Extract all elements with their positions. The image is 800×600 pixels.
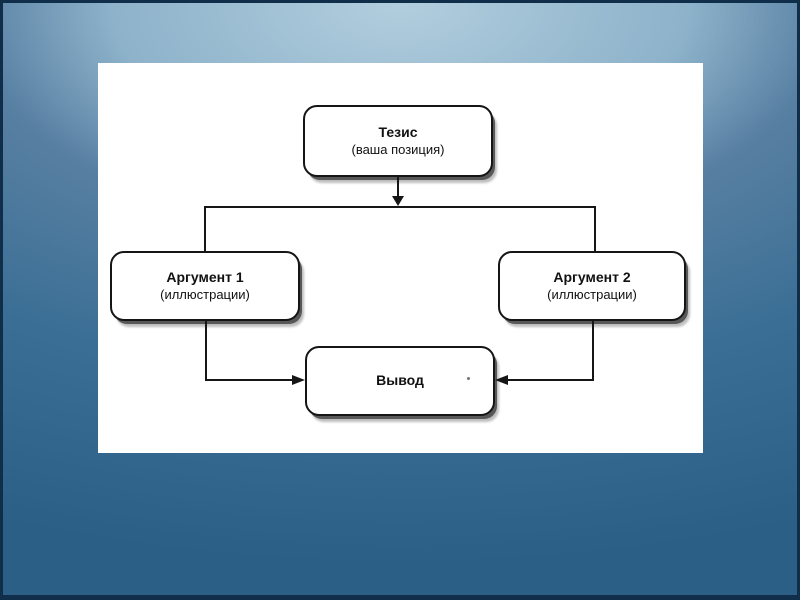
- connector-junction-horizontal: [205, 206, 596, 208]
- node-conclusion: Вывод: [305, 346, 495, 416]
- node-thesis: Тезис (ваша позиция): [303, 105, 493, 177]
- connector-argument-1-down: [205, 321, 207, 381]
- scan-speck: [467, 377, 470, 380]
- connector-drop-argument-2: [594, 206, 596, 252]
- connector-thesis-vertical: [397, 177, 399, 197]
- arrowhead-left-icon: [495, 375, 508, 385]
- node-argument-2-subtitle: (иллюстрации): [547, 287, 637, 303]
- node-argument-2: Аргумент 2 (иллюстрации): [498, 251, 686, 321]
- connector-argument-2-down: [592, 321, 594, 381]
- node-argument-1-title: Аргумент 1: [166, 268, 244, 285]
- node-thesis-subtitle: (ваша позиция): [351, 142, 445, 158]
- diagram-card: Тезис (ваша позиция) Аргумент 1 (иллюстр…: [98, 63, 703, 453]
- node-argument-2-title: Аргумент 2: [553, 268, 631, 285]
- connector-argument-2-horizontal: [507, 379, 594, 381]
- node-argument-1-subtitle: (иллюстрации): [160, 287, 250, 303]
- arrowhead-right-icon: [292, 375, 305, 385]
- node-conclusion-title: Вывод: [376, 372, 424, 389]
- arrowhead-down-icon: [392, 196, 404, 206]
- node-thesis-title: Тезис: [378, 123, 418, 140]
- node-argument-1: Аргумент 1 (иллюстрации): [110, 251, 300, 321]
- connector-drop-argument-1: [204, 206, 206, 252]
- connector-argument-1-horizontal: [205, 379, 293, 381]
